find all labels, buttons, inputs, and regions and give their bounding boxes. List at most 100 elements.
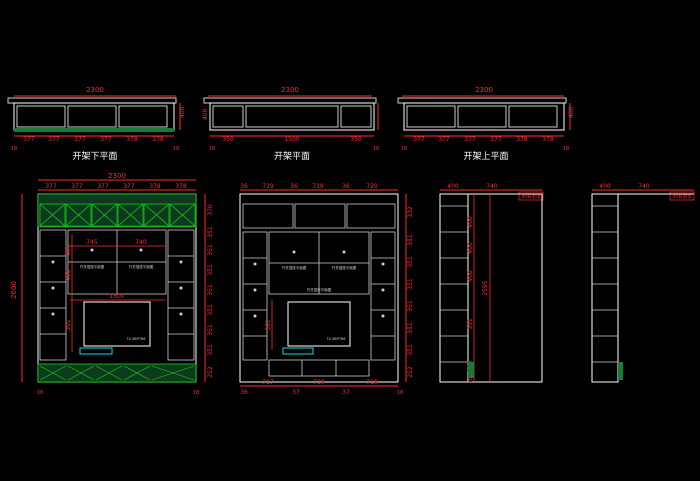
bottom-dim: 18	[37, 390, 43, 396]
top-seg-dim: 36	[342, 183, 350, 190]
plan-dim: 1500	[284, 136, 299, 143]
tv-label: TV 88P786	[126, 337, 146, 341]
side-left-dim: 400	[467, 216, 474, 228]
plan-view-lower: 2300 400 377 377 377 377 378 378 18 18 开…	[7, 86, 186, 162]
plan-dim: 377	[464, 136, 476, 143]
plan-end-dim: 18	[11, 146, 17, 152]
plan-top-dimension: 2300	[475, 86, 493, 94]
right-dim: 351	[207, 344, 214, 356]
side-left-dim: 400	[467, 242, 474, 254]
shelf-note: 开关插座平面图	[129, 264, 154, 269]
bottom-seg-dim: 37	[292, 389, 300, 396]
bottom-seg-dim: 717	[262, 379, 274, 386]
plan-dim: 377	[438, 136, 450, 143]
shelf-note: 开关插座平面图	[307, 287, 332, 292]
side-left-dim: 400	[467, 270, 474, 282]
side-section-2: 400 740 40背景墙	[591, 183, 695, 383]
plan-dim: 378	[516, 136, 528, 143]
tv-width-dim: 1500	[109, 293, 124, 300]
left-dim: 400	[65, 244, 72, 256]
right-dim: 351	[407, 278, 414, 290]
overall-width-dim: 2300	[108, 172, 126, 180]
plan-dim: 378	[152, 136, 164, 143]
plan-dim: 350	[222, 136, 234, 143]
plan-dim: 377	[74, 136, 86, 143]
left-dim: 400	[65, 269, 72, 281]
plan-dim: 377	[48, 136, 60, 143]
wall-tag: 40背景墙	[521, 193, 541, 200]
tv-label: TV 88P786	[326, 337, 346, 341]
side-section-1: 400 740 40背景墙 2595 400 400 400 391 352 1…	[439, 183, 544, 383]
bottom-seg-dim: 37	[342, 389, 350, 396]
right-dim: 351	[407, 234, 414, 246]
inner-dim: 745	[86, 239, 98, 246]
right-dim: 252	[207, 366, 214, 378]
top-seg-dim: 377	[123, 183, 135, 190]
right-dim: 351	[207, 244, 214, 256]
plan-dim: 350	[350, 136, 362, 143]
plan-dim: 377	[413, 136, 425, 143]
side-top-dim: 400	[599, 183, 611, 190]
plan-view-upper: 2300 400 377 377 377 377 378 378 18 18 开…	[397, 86, 575, 162]
plan-end-dim: 18	[209, 146, 215, 152]
shelf-note: 开关插座平面图	[332, 265, 357, 270]
bottom-seg-dim: 719	[366, 379, 378, 386]
top-seg-dim: 36	[240, 183, 248, 190]
overall-height-dim: 2600	[10, 281, 18, 299]
plan-side-dimension: 400	[568, 106, 575, 118]
plan-end-dim: 18	[173, 146, 179, 152]
right-dim: 351	[207, 304, 214, 316]
plan-dim: 378	[126, 136, 138, 143]
right-dim: 351	[207, 264, 214, 276]
right-dim: 351	[407, 322, 414, 334]
right-dim: 351	[207, 284, 214, 296]
plan-dim: 377	[100, 136, 112, 143]
top-seg-dim: 377	[71, 183, 83, 190]
plan-top-dimension: 2300	[281, 86, 299, 94]
plan-title: 开架平面	[274, 151, 310, 162]
right-dim: 252	[407, 366, 414, 378]
right-dim: 332	[407, 206, 414, 218]
top-seg-dim: 378	[149, 183, 161, 190]
bottom-seg-dim: 36	[240, 389, 248, 396]
shelf-note: 开关插座平面图	[282, 265, 307, 270]
bottom-dim: 18	[193, 390, 199, 396]
inner-dim: 740	[135, 239, 147, 246]
top-seg-dim: 377	[97, 183, 109, 190]
plan-title: 开架上平面	[463, 151, 508, 162]
left-dim: 391	[265, 319, 272, 331]
plan-side-dimension: 400	[179, 106, 186, 118]
right-dim: 351	[207, 324, 214, 336]
side-height-dim: 2595	[482, 280, 489, 295]
side-left-dim: 391	[467, 318, 474, 330]
plan-end-dim: 18	[373, 146, 379, 152]
top-seg-dim: 378	[175, 183, 187, 190]
front-elevation-colored: 2300 377 377 377 377 378 378 2600	[10, 172, 214, 396]
plan-top-dimension: 2300	[86, 86, 104, 94]
top-seg-dim: 36	[290, 183, 298, 190]
right-dim: 351	[407, 256, 414, 268]
plan-dim: 377	[23, 136, 35, 143]
side-left-dim: 18	[468, 377, 474, 383]
right-dim: 351	[407, 300, 414, 312]
plan-dim: 377	[490, 136, 502, 143]
top-seg-dim: 377	[45, 183, 57, 190]
bottom-seg-dim: 719	[313, 379, 325, 386]
plan-view-middle: 2300 400 350 1500 350 18 18 开架平面	[202, 86, 379, 162]
right-dim: 370	[207, 204, 214, 216]
top-seg-dim: 719	[262, 183, 274, 190]
side-top-dim: 740	[486, 183, 498, 190]
plan-end-dim: 18	[563, 146, 569, 152]
side-top-dim: 400	[447, 183, 459, 190]
top-seg-dim: 719	[312, 183, 324, 190]
left-dim: 391	[65, 319, 72, 331]
plan-title: 开架下平面	[72, 151, 117, 162]
side-top-dim: 740	[638, 183, 650, 190]
front-elevation-outline: 36 719 36 719 36 720 开关插座平面图	[239, 183, 414, 396]
top-seg-dim: 720	[366, 183, 378, 190]
shelf-note: 开关插座平面图	[80, 264, 105, 269]
right-dim: 351	[207, 226, 214, 238]
plan-end-dim: 18	[401, 146, 407, 152]
